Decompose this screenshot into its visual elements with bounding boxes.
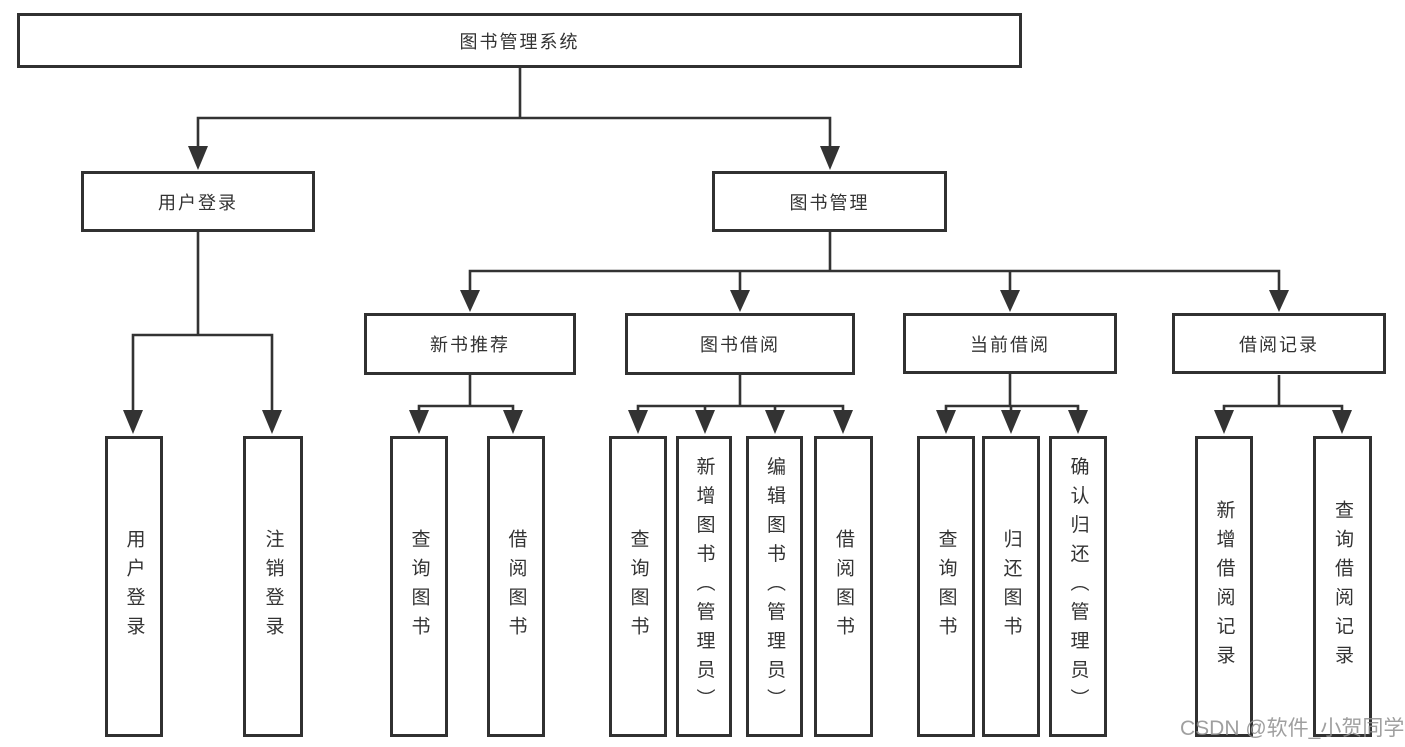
leaf-query-books-2: 查询图书 bbox=[609, 436, 667, 737]
arrowhead bbox=[1332, 410, 1352, 434]
connector-root-branch bbox=[196, 116, 832, 147]
leaf-query-borrow-record: 查询借阅记录 bbox=[1313, 436, 1372, 737]
node-label: 新增图书（管理员） bbox=[693, 456, 715, 717]
arrowhead bbox=[1214, 410, 1234, 434]
node-label: 图书管理 bbox=[789, 192, 870, 213]
arrowhead bbox=[1068, 410, 1088, 434]
leaf-borrow-books-1: 借阅图书 bbox=[487, 436, 545, 737]
node-library-management-system: 图书管理系统 bbox=[17, 13, 1022, 68]
connector-book-mgmt-branch bbox=[468, 269, 1281, 292]
node-label: 归还图书 bbox=[1000, 528, 1022, 645]
leaf-borrow-books-2: 借阅图书 bbox=[814, 436, 873, 737]
connector-book-borrow-branch bbox=[636, 404, 845, 412]
node-label: 用户登录 bbox=[123, 528, 145, 645]
connector-user-login-branch bbox=[131, 333, 274, 412]
leaf-return-books: 归还图书 bbox=[982, 436, 1040, 737]
leaf-logout: 注销登录 bbox=[243, 436, 303, 737]
csdn-watermark: CSDN @软件_小贺同学 bbox=[1180, 717, 1405, 740]
node-label: 图书借阅 bbox=[700, 335, 780, 355]
node-label: 查询借阅记录 bbox=[1332, 499, 1353, 674]
node-label: 借阅图书 bbox=[505, 528, 527, 645]
arrowhead bbox=[1001, 410, 1021, 434]
arrowhead bbox=[188, 146, 208, 170]
node-new-book-recommend: 新书推荐 bbox=[364, 313, 576, 375]
node-label: 借阅图书 bbox=[833, 528, 854, 645]
arrowhead bbox=[1000, 290, 1020, 312]
node-user-login: 用户登录 bbox=[81, 171, 315, 232]
arrowhead bbox=[460, 290, 480, 312]
node-label: 借阅记录 bbox=[1239, 334, 1319, 355]
leaf-add-books-admin: 新增图书（管理员） bbox=[676, 436, 732, 737]
node-label: 新增借阅记录 bbox=[1213, 499, 1235, 674]
arrowhead bbox=[262, 410, 282, 434]
leaf-query-books-1: 查询图书 bbox=[390, 436, 448, 737]
node-label: 查询图书 bbox=[935, 528, 957, 645]
node-label: 当前借阅 bbox=[970, 334, 1050, 355]
node-label: 新书推荐 bbox=[430, 335, 510, 355]
leaf-edit-books-admin: 编辑图书（管理员） bbox=[746, 436, 803, 737]
node-label: 用户登录 bbox=[158, 192, 238, 213]
arrowhead bbox=[765, 410, 785, 434]
arrowhead bbox=[695, 410, 715, 434]
node-book-management: 图书管理 bbox=[712, 171, 947, 232]
arrowhead bbox=[409, 410, 429, 434]
arrowhead bbox=[730, 290, 750, 312]
arrowhead bbox=[1269, 290, 1289, 312]
arrowhead bbox=[123, 410, 143, 434]
leaf-query-books-3: 查询图书 bbox=[917, 436, 975, 737]
connector-borrow-record-branch bbox=[1222, 404, 1344, 412]
arrowhead bbox=[628, 410, 648, 434]
connector-new-book-branch bbox=[417, 404, 515, 412]
leaf-user-login: 用户登录 bbox=[105, 436, 163, 737]
node-label: 编辑图书（管理员） bbox=[764, 456, 785, 717]
leaf-confirm-return-admin: 确认归还（管理员） bbox=[1049, 436, 1107, 737]
arrowhead bbox=[820, 146, 840, 170]
arrowhead bbox=[833, 410, 853, 434]
node-borrowing-records: 借阅记录 bbox=[1172, 313, 1386, 374]
node-book-borrowing: 图书借阅 bbox=[625, 313, 855, 375]
leaf-add-borrow-record: 新增借阅记录 bbox=[1195, 436, 1253, 737]
node-label: 查询图书 bbox=[627, 528, 649, 645]
arrowhead bbox=[503, 410, 523, 434]
node-label: 注销登录 bbox=[262, 528, 284, 645]
arrowhead bbox=[936, 410, 956, 434]
node-label: 图书管理系统 bbox=[459, 31, 580, 52]
node-current-borrowing: 当前借阅 bbox=[903, 313, 1117, 374]
node-label: 查询图书 bbox=[408, 528, 430, 645]
node-label: 确认归还（管理员） bbox=[1067, 456, 1089, 717]
